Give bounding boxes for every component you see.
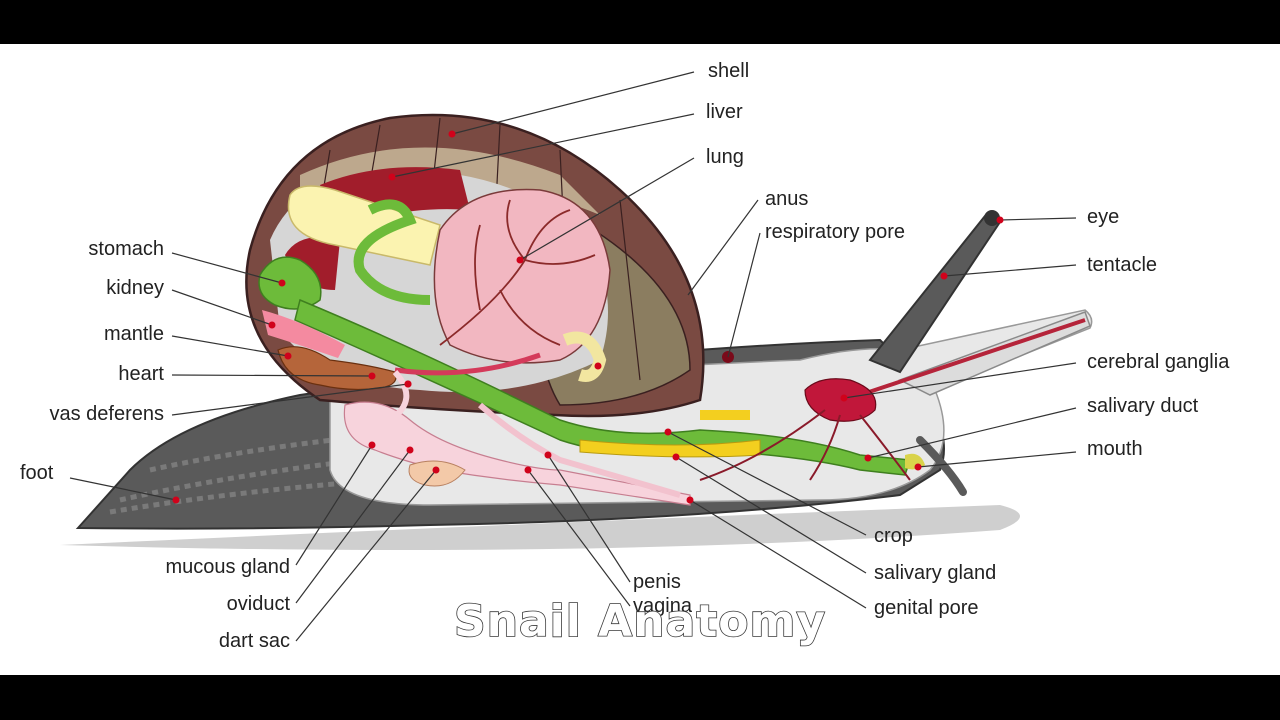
albumen-gland	[287, 185, 441, 266]
label-mantle: mantle	[104, 323, 164, 345]
label-stomach: stomach	[88, 238, 164, 260]
label-penis: penis	[633, 571, 681, 593]
label-oviduct: oviduct	[227, 593, 291, 615]
label-tentacle: tentacle	[1087, 254, 1157, 276]
label-genital-pore: genital pore	[874, 597, 979, 619]
label-cerebral-ganglia: cerebral ganglia	[1087, 351, 1230, 373]
label-dart-sac: dart sac	[219, 630, 290, 652]
lung-vessels	[439, 199, 596, 346]
marker-dots	[172, 130, 1004, 504]
label-lung: lung	[706, 146, 744, 168]
kidney-organ	[262, 310, 345, 358]
label-mucous-gland: mucous gland	[165, 556, 290, 578]
ground-shadow	[60, 505, 1020, 550]
penis-tube	[478, 402, 681, 498]
stomach-organ	[258, 256, 322, 310]
label-vagina: vagina	[633, 595, 693, 617]
label-anus: anus	[765, 188, 808, 210]
diagram-title: Snail Anatomy	[454, 596, 826, 647]
label-mouth: mouth	[1087, 438, 1143, 460]
label-heart: heart	[118, 363, 164, 385]
label-salivary-duct: salivary duct	[1087, 395, 1199, 417]
label-foot: foot	[20, 462, 54, 484]
label-salivary-gland: salivary gland	[874, 562, 996, 584]
leader-lines	[69, 71, 1077, 642]
mouth-tentacle	[916, 436, 967, 496]
label-respiratory-pore: respiratory pore	[765, 221, 905, 243]
dart-sac-organ	[408, 460, 466, 487]
intestine	[353, 199, 431, 305]
reproductive-organs	[343, 401, 691, 506]
salivary-gland-organ	[579, 439, 761, 458]
lower-tentacle-nerve	[859, 318, 1086, 397]
diagram-frame: shell liver lung anus respiratory pore e…	[0, 44, 1280, 675]
label-liver: liver	[706, 101, 743, 123]
rectum	[562, 331, 607, 382]
liver-organ-lower	[285, 237, 340, 290]
crop-tube	[294, 298, 912, 476]
heart-organ	[277, 346, 397, 391]
label-shell: shell	[708, 60, 749, 82]
label-vas-deferens: vas deferens	[49, 403, 164, 425]
aorta	[394, 352, 541, 376]
vas-deferens-tube	[388, 370, 410, 423]
eye-tip	[984, 210, 1000, 226]
nerves	[699, 409, 911, 481]
label-crop: crop	[874, 525, 913, 547]
snail-anatomy-diagram: shell liver lung anus respiratory pore e…	[20, 60, 1230, 652]
top-letterbox-bar	[0, 0, 1280, 44]
label-kidney: kidney	[106, 277, 164, 299]
salivary-gland-upper	[700, 410, 750, 420]
bottom-letterbox-bar	[0, 675, 1280, 720]
label-eye: eye	[1087, 206, 1119, 228]
